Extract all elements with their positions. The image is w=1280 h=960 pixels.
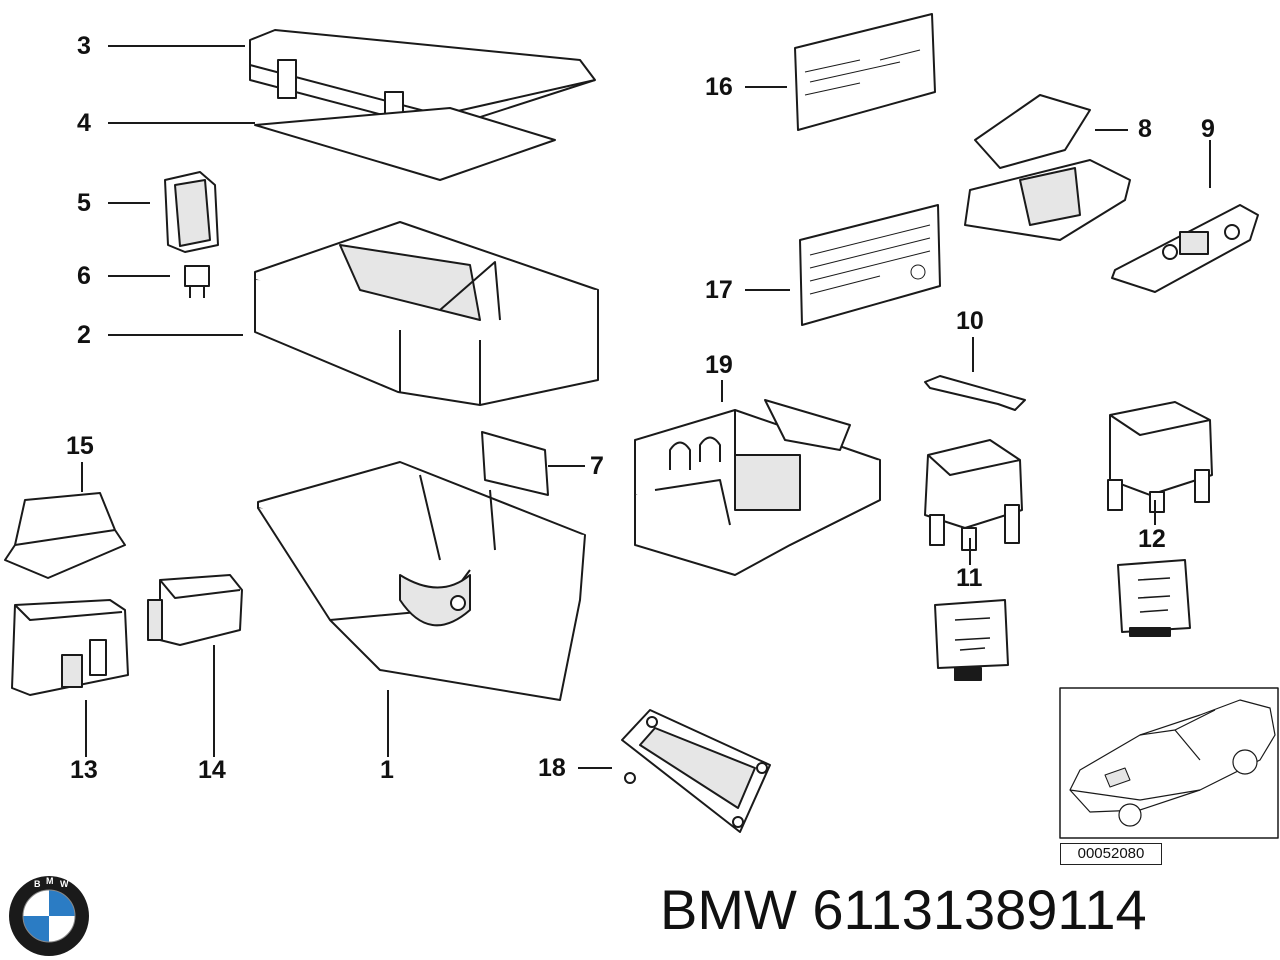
- callout-18: 18: [538, 754, 566, 782]
- part-3-lid: [249, 29, 596, 131]
- part-19-relay-carrier: [634, 399, 881, 576]
- part-11-pin-view: [934, 599, 1009, 681]
- callout-8: 8: [1138, 115, 1152, 143]
- part-17-label-sheet: [799, 204, 941, 326]
- part-11-relay-socket: [924, 439, 1023, 551]
- callout-4: 4: [77, 109, 91, 137]
- part-8-connector-holder: [964, 94, 1131, 241]
- callout-16: 16: [705, 73, 733, 101]
- part-15-cover-cap: [4, 492, 126, 579]
- part-18-gasket-frame: [621, 709, 771, 833]
- svg-text:W: W: [60, 879, 69, 889]
- part-5-relay-socket: [164, 171, 219, 253]
- svg-text:M: M: [46, 876, 54, 886]
- callout-5: 5: [77, 189, 91, 217]
- part-2-fuse-box-base: [254, 221, 599, 406]
- bmw-logo: B M W: [9, 876, 89, 956]
- part-14-relay: [147, 574, 243, 646]
- svg-text:B: B: [34, 879, 41, 889]
- callout-14: 14: [198, 756, 226, 784]
- callout-17: 17: [705, 276, 733, 304]
- part-12-relay-socket: [1107, 401, 1213, 513]
- part-1-lower-housing: [257, 461, 586, 701]
- callout-11: 11: [956, 564, 983, 592]
- callout-19: 19: [705, 351, 733, 379]
- callout-12: 12: [1138, 525, 1166, 553]
- part-7-bracket-plate: [481, 431, 549, 496]
- brand-part-number: BMW 61131389114: [660, 878, 1147, 941]
- part-9-bracket: [1111, 204, 1259, 293]
- part-16-label-sheet: [794, 13, 936, 131]
- callout-3: 3: [77, 32, 91, 60]
- part-4-gasket-sheet: [254, 107, 556, 181]
- callout-1: 1: [380, 756, 394, 784]
- callout-13: 13: [70, 756, 98, 784]
- part-10-flat-strip: [924, 375, 1026, 411]
- callout-6: 6: [77, 262, 91, 290]
- callout-15: 15: [66, 432, 94, 460]
- callout-10: 10: [956, 307, 984, 335]
- callout-2: 2: [77, 321, 91, 349]
- part-13-relay-block: [11, 599, 129, 696]
- vehicle-location-thumbnail: [1059, 687, 1279, 839]
- part-6-fuse: [184, 265, 210, 298]
- callout-9: 9: [1201, 115, 1215, 143]
- diagram-reference-code: 00052080: [1060, 843, 1162, 865]
- part-12-pin-view: [1117, 559, 1191, 637]
- callout-7: 7: [590, 452, 604, 480]
